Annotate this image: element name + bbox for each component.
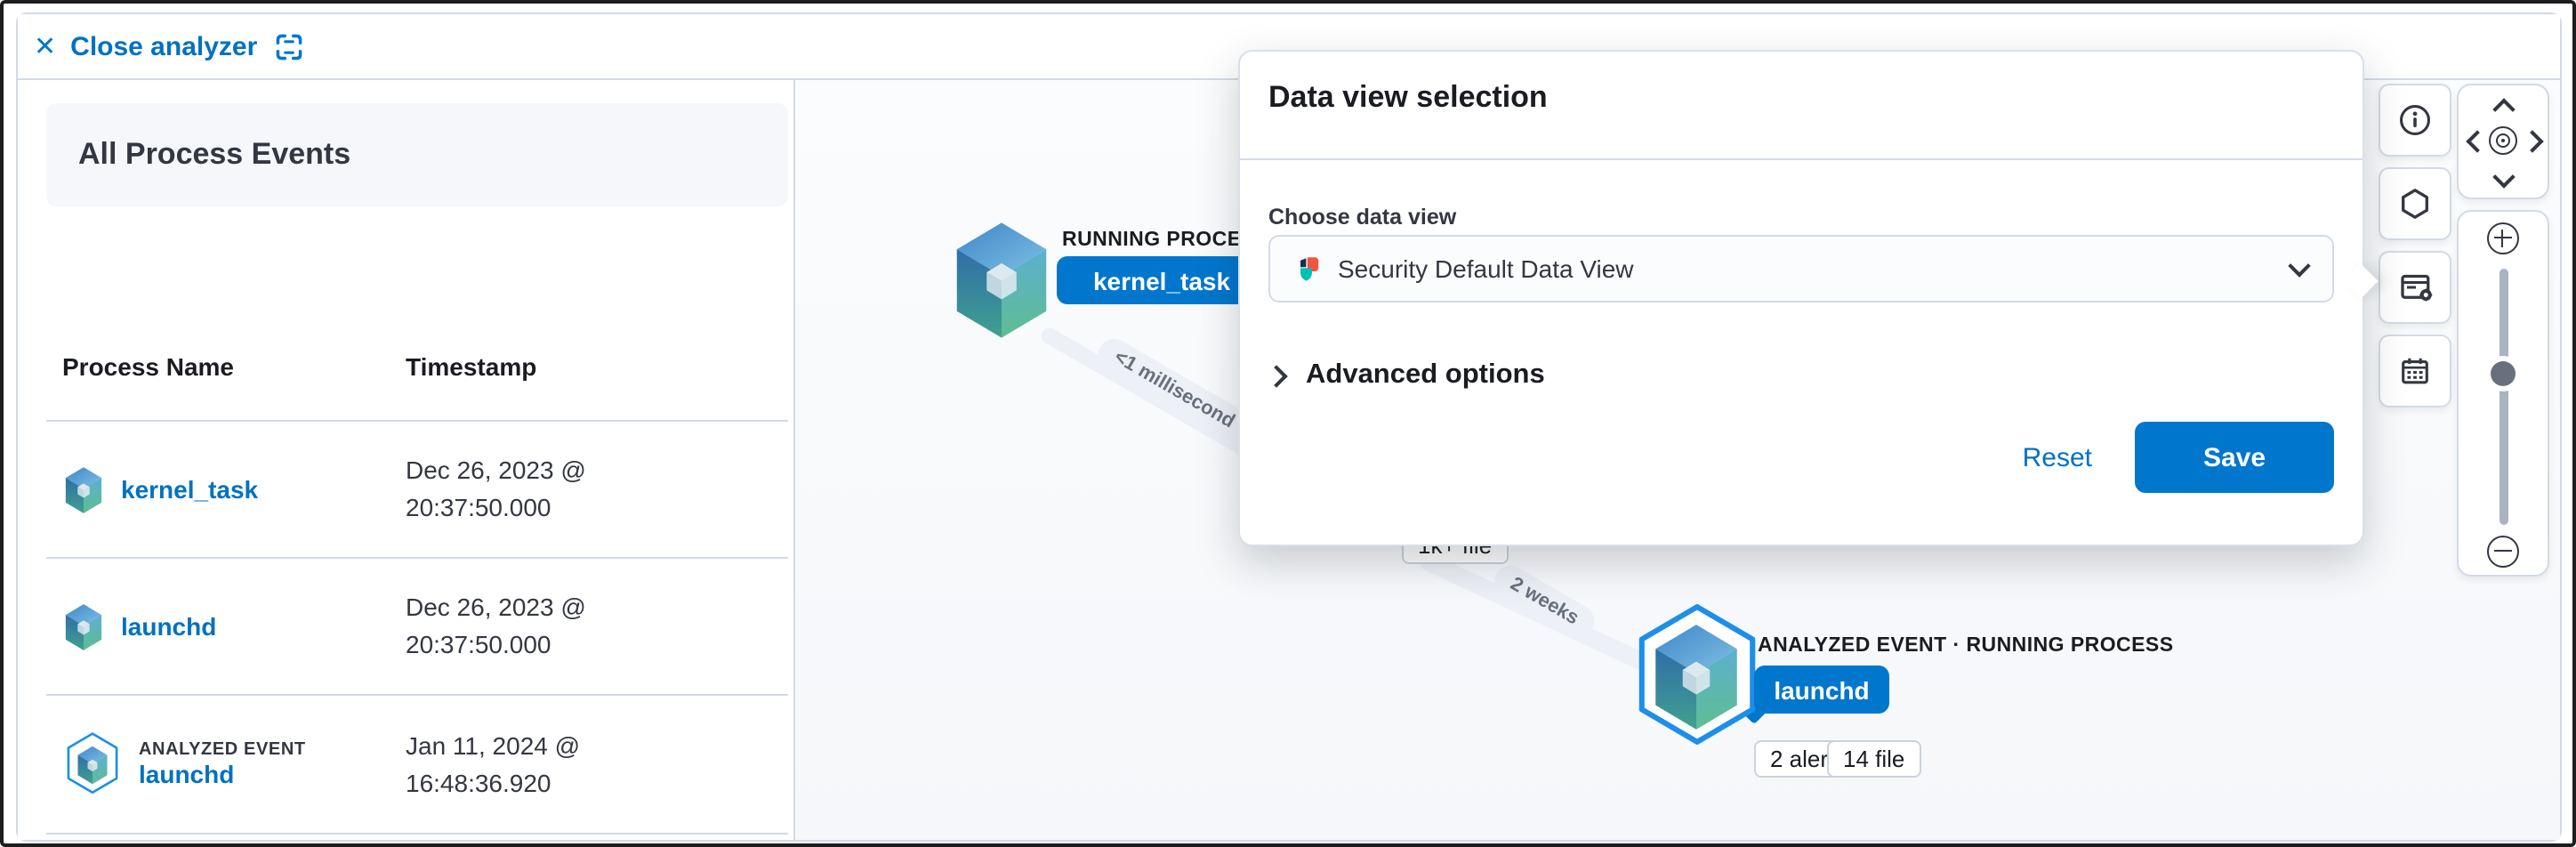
analyzed-event-hexagon-icon bbox=[62, 731, 123, 797]
selected-data-view: Security Default Data View bbox=[1338, 254, 1634, 283]
data-view-settings-button[interactable] bbox=[2379, 251, 2451, 324]
timestamp-line: 16:48:36.920 bbox=[406, 768, 551, 796]
zoom-controls bbox=[2457, 210, 2549, 577]
process-name-pill-kernel-task[interactable]: kernel_task bbox=[1057, 256, 1267, 304]
edge-duration-label: <1 millisecond bbox=[1091, 333, 1257, 447]
choose-data-view-label: Choose data view bbox=[1268, 205, 1457, 230]
process-events-panel: All Process Events Process Name Timestam… bbox=[18, 80, 793, 840]
process-events-table: Process Name Timestamp kernel_task bbox=[46, 206, 788, 835]
pan-left-icon[interactable] bbox=[2466, 130, 2489, 153]
table-gear-icon bbox=[2400, 273, 2432, 301]
table-row: ANALYZED EVENT launchd Jan 11, 2024 @ 16… bbox=[46, 696, 788, 835]
timestamp-cell: Dec 26, 2023 @ 20:37:50.000 bbox=[406, 589, 788, 664]
pan-down-icon[interactable] bbox=[2492, 165, 2516, 189]
timestamp-cell: Dec 26, 2023 @ 20:37:50.000 bbox=[406, 452, 788, 527]
analyzed-event-label: ANALYZED EVENT bbox=[139, 740, 306, 760]
timestamp-cell: Jan 11, 2024 @ 16:48:36.920 bbox=[406, 727, 788, 802]
process-node-kernel-task[interactable] bbox=[948, 221, 1055, 340]
save-button[interactable]: Save bbox=[2135, 422, 2334, 493]
zoom-slider-thumb[interactable] bbox=[2491, 361, 2516, 386]
security-app-icon bbox=[1300, 257, 1319, 281]
zoom-in-icon[interactable] bbox=[2487, 222, 2519, 254]
popover-divider bbox=[1240, 158, 2363, 160]
pan-right-icon[interactable] bbox=[2521, 130, 2544, 153]
pan-controls bbox=[2457, 84, 2549, 199]
process-cube-icon bbox=[65, 603, 102, 649]
column-header-process-name: Process Name bbox=[62, 352, 235, 381]
node-legend-button[interactable] bbox=[2379, 84, 2451, 157]
pan-up-icon[interactable] bbox=[2492, 98, 2516, 121]
panel-divider bbox=[793, 80, 795, 840]
panel-title-box: All Process Events bbox=[46, 103, 788, 206]
table-row: kernel_task Dec 26, 2023 @ 20:37:50.000 bbox=[46, 422, 788, 559]
process-name-cell: launchd bbox=[46, 602, 406, 650]
process-link[interactable]: launchd bbox=[139, 760, 235, 788]
hexagon-icon bbox=[2402, 189, 2428, 219]
column-header-timestamp: Timestamp bbox=[406, 352, 537, 381]
data-view-selection-popover: Data view selection Choose data view Sec… bbox=[1238, 50, 2364, 546]
close-icon[interactable]: ✕ bbox=[34, 31, 57, 61]
timestamp-line: Jan 11, 2024 @ bbox=[406, 730, 581, 759]
chevron-down-icon bbox=[2288, 254, 2311, 277]
advanced-options-label: Advanced options bbox=[1306, 359, 1545, 390]
chevron-right-icon bbox=[1265, 364, 1288, 387]
process-cube-icon bbox=[65, 466, 102, 512]
process-cube-icon bbox=[956, 222, 1047, 338]
timestamp-line: 20:37:50.000 bbox=[406, 493, 551, 521]
center-camera-icon[interactable] bbox=[2489, 126, 2517, 155]
process-node-launchd[interactable] bbox=[1630, 601, 1765, 753]
calendar-icon bbox=[2402, 358, 2428, 384]
close-analyzer-button[interactable]: Close analyzer bbox=[70, 31, 258, 61]
process-name-pill-launchd[interactable]: launchd bbox=[1754, 666, 1889, 714]
timestamp-line: Dec 26, 2023 @ bbox=[406, 593, 586, 621]
table-header-row: Process Name Timestamp bbox=[46, 313, 788, 422]
process-name-cell: kernel_task bbox=[46, 465, 406, 513]
schema-info-button[interactable] bbox=[2379, 167, 2451, 240]
popover-actions: Reset Save bbox=[2023, 422, 2334, 493]
table-row: launchd Dec 26, 2023 @ 20:37:50.000 bbox=[46, 559, 788, 696]
data-view-select[interactable]: Security Default Data View bbox=[1268, 235, 2334, 302]
process-link[interactable]: launchd bbox=[121, 612, 217, 641]
info-icon bbox=[2400, 105, 2430, 135]
node-category-label: RUNNING PROCESS bbox=[1062, 230, 1270, 251]
zoom-slider-track[interactable] bbox=[2499, 269, 2508, 525]
process-cube-icon bbox=[1655, 625, 1737, 730]
file-count-badge[interactable]: 14 file bbox=[1827, 740, 1921, 778]
reset-button[interactable]: Reset bbox=[2022, 442, 2092, 472]
process-link[interactable]: kernel_task bbox=[121, 475, 259, 504]
node-category-label: ANALYZED EVENT · RUNNING PROCESS bbox=[1758, 635, 2174, 657]
timestamp-line: Dec 26, 2023 @ bbox=[406, 456, 586, 484]
date-picker-button[interactable] bbox=[2379, 335, 2451, 407]
process-name-cell: ANALYZED EVENT launchd bbox=[46, 731, 406, 797]
zoom-out-icon[interactable] bbox=[2487, 536, 2519, 568]
fullscreen-icon[interactable] bbox=[271, 29, 305, 63]
panel-title: All Process Events bbox=[78, 137, 351, 171]
advanced-options-toggle[interactable]: Advanced options bbox=[1265, 359, 1545, 391]
timestamp-line: 20:37:50.000 bbox=[406, 630, 551, 658]
popover-title: Data view selection bbox=[1268, 80, 1548, 114]
